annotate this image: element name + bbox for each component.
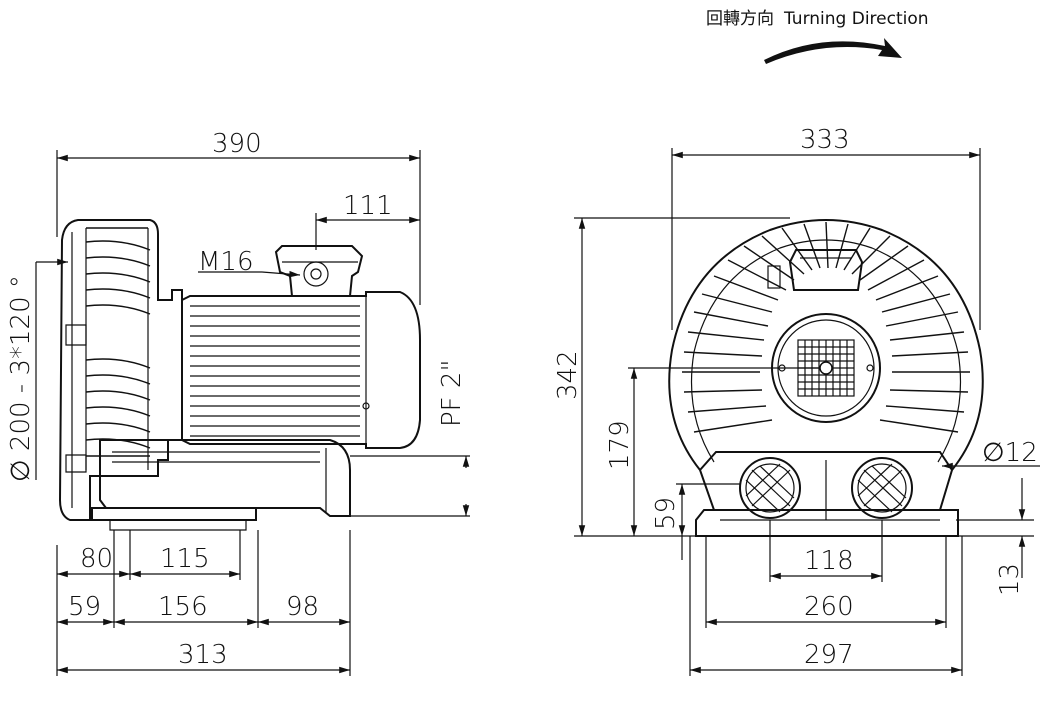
dim-390: 390 (212, 129, 262, 159)
side-fins (85, 227, 151, 470)
dim-118: 118 (804, 546, 854, 576)
motor-ribs (190, 296, 367, 448)
dim-297: 297 (804, 640, 854, 670)
front-view: 333 342 179 59 (553, 125, 1040, 676)
direction-label-cjk: 回轉方向 (706, 9, 774, 29)
front-housing (668, 219, 984, 537)
dim-59-front: 59 (651, 497, 681, 530)
side-view: 390 111 M16 ∅ 200 - 3*120 ° PF 2" (6, 129, 470, 676)
dim-13: 13 (995, 563, 1025, 596)
turning-arrow-icon (764, 38, 902, 64)
label-port: PF 2" (437, 360, 467, 427)
dim-342: 342 (553, 350, 583, 400)
dim-333: 333 (800, 125, 850, 155)
label-flange: ∅ 200 - 3*120 ° (6, 275, 36, 482)
dim-115: 115 (160, 544, 210, 574)
port-mesh (745, 463, 907, 513)
dim-59-side: 59 (68, 592, 101, 622)
dim-98: 98 (286, 592, 319, 622)
dim-313: 313 (178, 640, 228, 670)
direction-label-en: Turning Direction (783, 9, 929, 29)
motor-vent-grid (797, 339, 855, 397)
dim-111: 111 (343, 191, 393, 221)
dim-260: 260 (804, 592, 854, 622)
turning-direction: 回轉方向 Turning Direction (706, 9, 929, 64)
dim-156: 156 (158, 592, 208, 622)
dim-179: 179 (605, 420, 635, 470)
label-hole-dia: ∅12 (982, 438, 1038, 468)
dim-80: 80 (80, 544, 113, 574)
radial-fins (682, 221, 970, 433)
